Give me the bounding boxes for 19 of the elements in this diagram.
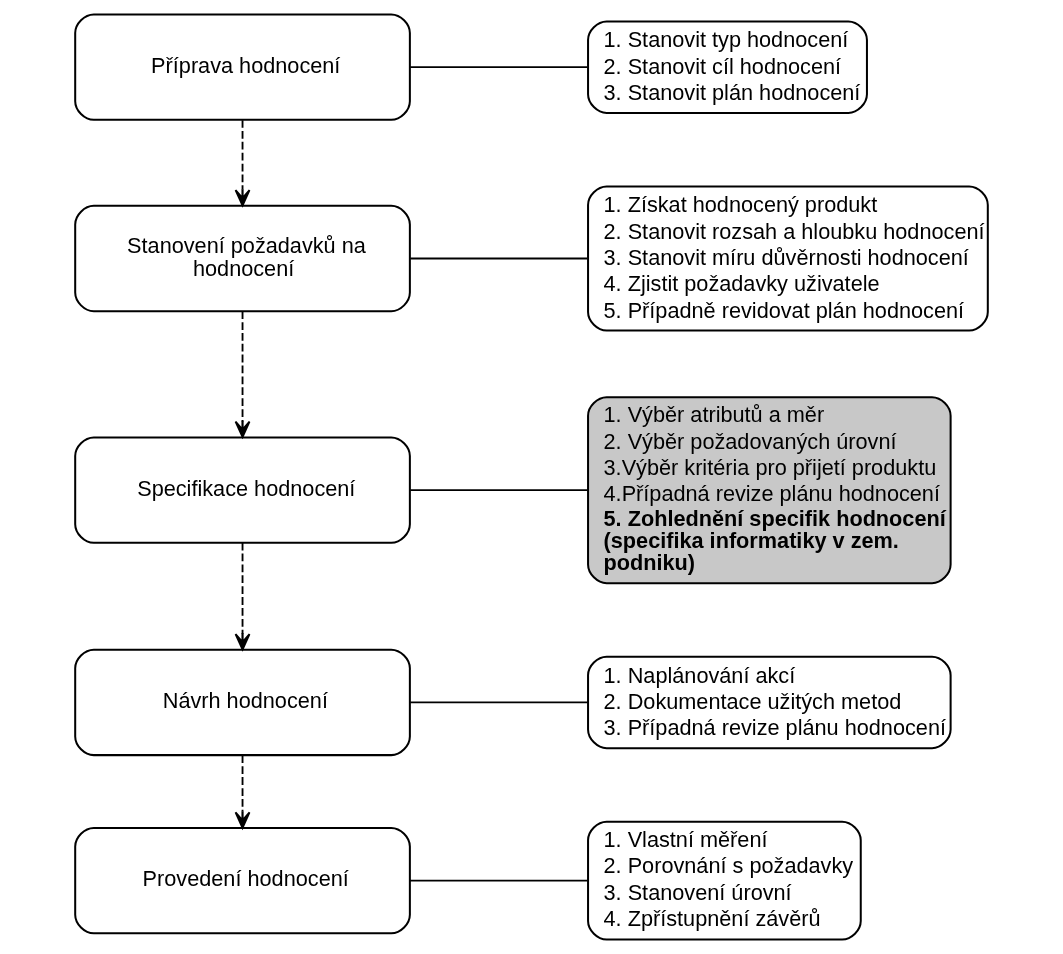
node-box: 1. Stanovit typ hodnocení 2. Stanovit cíl hodnocení 3. Stanovit plán hodnocení [587, 20, 868, 114]
connector [409, 66, 589, 69]
connector [409, 879, 589, 882]
node-box: Stanovení požadavků na hodnocení [74, 204, 411, 313]
arrow [234, 754, 251, 829]
connector [409, 489, 589, 492]
node-box: Příprava hodnocení [74, 13, 411, 121]
connector [409, 257, 589, 260]
arrow [234, 541, 251, 651]
node-box: 1. Získat hodnocený produkt 2. Stanovit rozsah a hloubku hodnocení 3. Stanovit míru důvěrnosti hodnocení 4. Zjistit požadavky uživatele 5. Případně revidovat plán hodnocení [587, 185, 989, 332]
node-box: 1. Výběr atributů a měr 2. Výběr požadovaných úrovní 3.Výběr kritéria pro přijetí produktu 4.Případná revize plánu hodnocení 5. Zohlednění specifik hodnocení (specifika informatiky v zem. podniku) [587, 396, 952, 585]
node-box: 1. Naplánování akcí 2. Dokumentace užitých metod 3. Případná revize plánu hodnocení [587, 655, 952, 750]
node-box: 1. Vlastní měření 2. Porovnání s požadavky 3. Stanovení úrovní 4. Zpřístupnění závěrů [587, 820, 862, 941]
arrow [234, 310, 251, 439]
node-box: Návrh hodnocení [74, 648, 411, 757]
arrow [234, 119, 251, 207]
node-box: Provedení hodnocení [74, 826, 411, 935]
connector [409, 701, 589, 704]
node-box: Specifikace hodnocení [74, 436, 411, 544]
